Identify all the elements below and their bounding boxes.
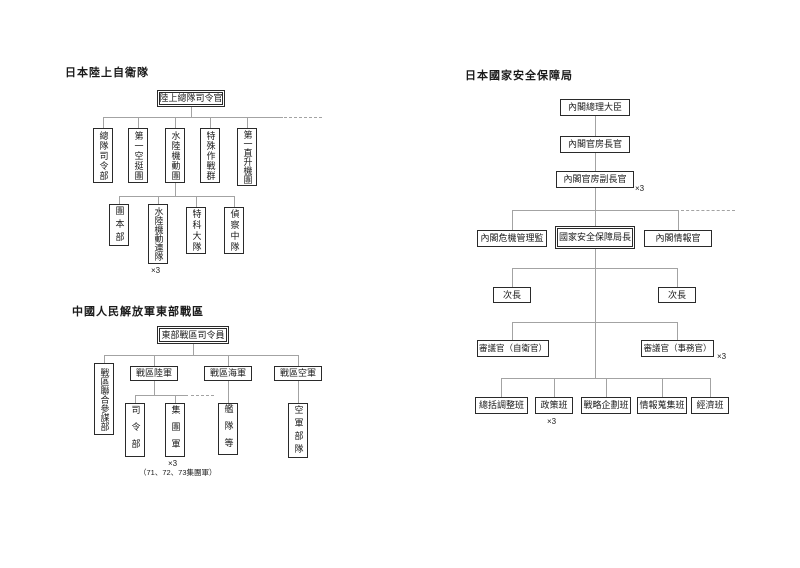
node-team-coordination: 總括調整班 xyxy=(475,397,528,414)
connector-line xyxy=(677,322,678,340)
node-recon-company: 偵察中隊 xyxy=(224,207,244,254)
node-chief-cabinet-secretary: 內閣官房長官 xyxy=(560,136,630,153)
connector-line xyxy=(228,355,229,366)
label-amphib-regiment-x3: ×3 xyxy=(151,266,161,275)
connector-line xyxy=(175,395,176,403)
node-ground-hq: 總隊司令部 xyxy=(93,128,113,183)
connector-line xyxy=(678,210,679,230)
node-nss-secretary-general: 國家安全保障局長 xyxy=(555,226,635,249)
node-deputy-sg-right: 次長 xyxy=(658,287,696,303)
connector-line xyxy=(154,381,155,395)
node-eastern-theater-commander: 東部戰區司令員 xyxy=(157,326,229,344)
node-team-economy: 經濟班 xyxy=(691,397,729,414)
chart3-title: 日本國家安全保障局 xyxy=(465,70,573,82)
connector-line xyxy=(191,107,192,117)
node-amphibious-brigade: 水陸機動團 xyxy=(165,128,185,183)
node-special-operations-group: 特殊作戰群 xyxy=(200,128,220,183)
connector-line xyxy=(595,188,596,210)
connector-line xyxy=(677,268,678,287)
connector-line xyxy=(210,117,211,128)
node-theater-airforce: 戰區空軍 xyxy=(274,366,322,381)
node-theater-navy: 戰區海軍 xyxy=(204,366,252,381)
connector-line xyxy=(175,183,176,196)
node-artillery-battalion: 特科大隊 xyxy=(186,207,206,254)
connector-line xyxy=(135,395,188,396)
connector-line xyxy=(196,196,197,207)
node-1st-airborne-brigade: 第一空挺團 xyxy=(128,128,148,183)
connector-line xyxy=(662,378,663,397)
node-amphibious-rapid-regiment: 水陸機動連隊 xyxy=(148,204,168,264)
node-navy-fleets: 艦隊等 xyxy=(218,403,238,455)
connector-line xyxy=(512,268,513,287)
node-ground-component-commander: 陸上總隊司令官 xyxy=(157,90,225,107)
node-airforce-units: 空軍部隊 xyxy=(288,403,308,458)
connector-line xyxy=(104,355,298,356)
connector-line xyxy=(595,210,596,227)
label-group-army-detail: （71、72、73集團軍） xyxy=(139,468,217,477)
connector-line xyxy=(103,117,283,118)
connector-dashed-line xyxy=(191,395,214,396)
connector-line xyxy=(710,378,711,397)
connector-dashed-line xyxy=(284,117,322,118)
connector-line xyxy=(193,344,194,355)
label-dccs-x3: ×3 xyxy=(635,184,645,193)
node-theater-joint-staff: 戰區聯合參謀部 xyxy=(94,363,114,435)
connector-line xyxy=(103,117,104,128)
node-deputy-sg-left: 次長 xyxy=(493,287,531,303)
connector-line xyxy=(595,249,596,378)
connector-line xyxy=(228,381,229,403)
connector-line xyxy=(104,355,105,363)
connector-line xyxy=(512,322,513,340)
node-councillor-sdf: 審議官（自衛官） xyxy=(477,340,549,357)
connector-line xyxy=(135,395,136,403)
node-crisis-management-director: 內閣危機管理監 xyxy=(477,230,547,247)
connector-line xyxy=(234,196,235,207)
connector-line xyxy=(119,196,120,204)
node-regiment-hq: 團本部 xyxy=(109,204,129,246)
label-councillor-admin-x3: ×3 xyxy=(717,352,727,361)
label-policy-x3: ×3 xyxy=(547,417,557,426)
connector-line xyxy=(501,378,502,397)
connector-line xyxy=(247,117,248,128)
connector-line xyxy=(119,196,235,197)
node-theater-army: 戰區陸軍 xyxy=(130,366,178,381)
connector-line xyxy=(554,378,555,397)
node-team-policy: 政策班 xyxy=(535,397,573,414)
node-1st-helicopter-brigade: 第一直升機團 xyxy=(237,128,257,186)
connector-line xyxy=(158,196,159,204)
node-councillor-admin: 審議官（事務官） xyxy=(641,340,714,357)
connector-line xyxy=(512,268,677,269)
connector-dashed-line xyxy=(681,210,735,211)
chart2-title: 中國人民解放軍東部戰區 xyxy=(72,306,204,318)
node-army-hq: 司令部 xyxy=(125,403,145,457)
connector-line xyxy=(595,116,596,136)
node-team-strategy: 戰略企劃班 xyxy=(581,397,631,414)
connector-line xyxy=(512,322,677,323)
node-group-army: 集團軍 xyxy=(165,403,185,457)
connector-line xyxy=(298,381,299,403)
connector-line xyxy=(595,153,596,171)
node-team-intelligence: 情報蒐集班 xyxy=(637,397,687,414)
connector-line xyxy=(154,355,155,366)
connector-line xyxy=(138,117,139,128)
node-deputy-chief-cabinet-secretary: 內閣官房副長官 xyxy=(556,171,634,188)
connector-line xyxy=(606,378,607,397)
label-group-army-x3: ×3 xyxy=(168,459,178,468)
chart1-title: 日本陸上自衛隊 xyxy=(65,67,149,79)
connector-line xyxy=(298,355,299,366)
connector-line xyxy=(512,210,513,230)
node-prime-minister: 內閣總理大臣 xyxy=(560,99,630,116)
connector-line xyxy=(175,117,176,128)
node-cabinet-intelligence-director: 內閣情報官 xyxy=(644,230,712,247)
